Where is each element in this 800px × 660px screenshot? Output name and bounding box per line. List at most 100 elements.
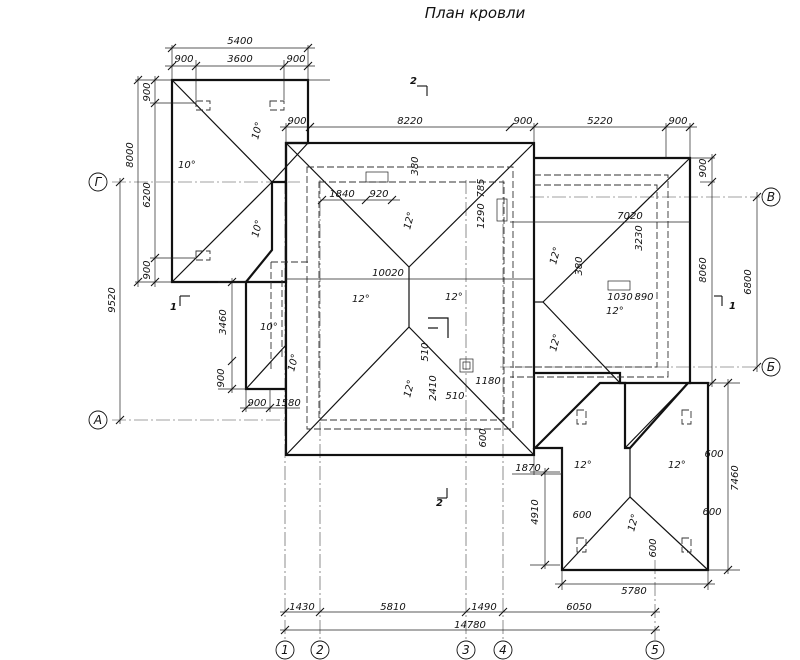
dimension-tick <box>707 153 717 163</box>
slope-label: 12° <box>606 306 624 317</box>
dimension-label: 4910 <box>530 499 541 524</box>
ridge-line <box>408 142 535 268</box>
axis-label-3: 3 <box>462 643 470 657</box>
slope-label: 10° <box>178 160 196 171</box>
wall-outline <box>306 166 514 430</box>
slope-direction-mark <box>428 317 449 338</box>
dimension-tick <box>650 625 660 635</box>
dimension-label: 900 <box>216 368 227 387</box>
dimension-texts: 5400 900 3600 900 900 8220 900 5220 900 … <box>107 36 754 631</box>
dimension-label: 1180 <box>475 376 500 387</box>
left-extension-outline <box>244 182 288 391</box>
ridge-line <box>285 142 410 268</box>
dimension-tick <box>133 277 143 287</box>
axis-markers: Г А В Б 1 2 3 4 5 <box>88 172 781 660</box>
slope-label: 12° <box>445 292 463 303</box>
dimension-label: 6800 <box>743 269 754 294</box>
dimension-label: 1430 <box>289 602 314 613</box>
axis-marker <box>761 357 781 377</box>
dimension-label: 7460 <box>730 465 741 490</box>
slope-label: 12° <box>574 460 592 471</box>
dimension-label: 900 <box>142 260 153 279</box>
wall-outline <box>510 184 658 368</box>
dimension-tick <box>498 607 508 617</box>
dimension-label: 10020 <box>372 268 404 279</box>
dimension-tick <box>723 565 733 575</box>
dimension-tick <box>752 192 762 202</box>
dimension-label: 890 <box>634 292 653 303</box>
dimension-label: 900 <box>698 158 709 177</box>
vent-inner <box>462 361 471 370</box>
dimension-tick <box>703 579 713 589</box>
dimension-label: 600 <box>702 507 721 518</box>
section-markers: 2 2 1 1 <box>170 76 736 509</box>
dimension-label: 900 <box>142 82 153 101</box>
ridge-line <box>171 181 273 283</box>
dimension-tick <box>303 43 313 53</box>
dimension-tick <box>387 195 397 205</box>
roof-fixtures <box>195 100 692 553</box>
dimension-label: 900 <box>286 54 305 65</box>
axis-marker <box>761 187 781 207</box>
roof-hatch-symbol <box>269 100 285 111</box>
dimension-label: 510 <box>445 391 464 402</box>
slope-label: 12° <box>402 211 417 231</box>
chimney-symbol <box>496 198 508 222</box>
dimension-label: 900 <box>668 116 687 127</box>
dimension-label: 8060 <box>698 257 709 282</box>
dimension-tick <box>317 195 327 205</box>
slope-label: 10° <box>260 322 278 333</box>
dimension-label: 7020 <box>617 211 642 222</box>
dimension-label: 6200 <box>142 182 153 207</box>
dimension-label: 380 <box>410 156 421 175</box>
dimension-tick <box>227 277 237 287</box>
roof-hatch-symbol <box>681 409 692 425</box>
dimension-tick <box>723 378 733 388</box>
dimension-lines <box>115 43 762 635</box>
slope-label: 12° <box>548 246 563 266</box>
dimension-label: 9520 <box>107 287 118 312</box>
section-1-right-label: 1 <box>729 301 736 312</box>
chimney-symbol <box>607 280 631 291</box>
dimension-tick <box>279 61 289 71</box>
dimension-label: 6050 <box>566 602 591 613</box>
wall-outline <box>510 174 669 378</box>
roof-hatch-symbol <box>576 537 587 553</box>
axis-label-4: 4 <box>499 643 507 657</box>
dimension-tick <box>557 579 567 589</box>
ridge-line <box>271 142 309 183</box>
dimension-label: 600 <box>572 510 591 521</box>
dimension-label: 600 <box>648 538 659 557</box>
lower-roof-outline <box>532 381 710 572</box>
slope-label: 12° <box>668 460 686 471</box>
dimension-tick <box>150 253 160 263</box>
axis-label-a: А <box>93 413 102 427</box>
dimension-tick <box>650 607 660 617</box>
slope-labels: 10° 10° 10° 10° 10° 12° 12° 12° 12° 12° … <box>178 121 686 533</box>
axis-label-2: 2 <box>316 643 324 657</box>
dimension-tick <box>167 43 177 53</box>
dimension-tick <box>303 61 313 71</box>
axis-marker <box>88 172 108 192</box>
dimension-label: 1290 <box>476 203 487 228</box>
ridge-line <box>245 344 287 390</box>
dimension-label: 8000 <box>125 142 136 167</box>
right-roof-outline <box>534 156 692 385</box>
axis-label-b: Б <box>767 360 775 374</box>
dimension-label: 900 <box>513 116 532 127</box>
dimension-tick <box>115 177 125 187</box>
dimension-label: 5220 <box>587 116 612 127</box>
axis-marker <box>88 410 108 430</box>
axis-marker <box>493 640 513 660</box>
ridge-line <box>542 301 621 384</box>
axis-marker <box>310 640 330 660</box>
dimension-tick <box>661 122 671 132</box>
roof-hatch-symbol <box>681 537 692 553</box>
ridge-line <box>624 382 689 449</box>
dimension-tick <box>707 177 717 187</box>
dimension-tick <box>150 277 160 287</box>
dimension-label: 3460 <box>218 309 229 334</box>
dimension-tick <box>281 122 291 132</box>
dimension-tick <box>150 75 160 85</box>
